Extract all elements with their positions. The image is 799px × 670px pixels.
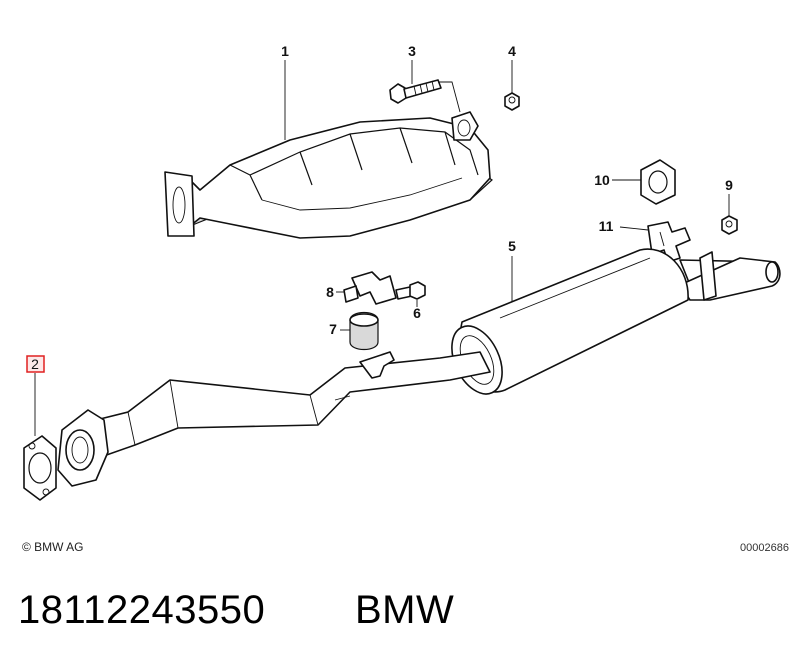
front-exhaust-pipe[interactable] <box>57 351 491 487</box>
gasket-small[interactable] <box>640 159 676 205</box>
screw[interactable] <box>395 281 426 300</box>
clamp-bracket[interactable] <box>343 271 397 305</box>
exhaust-system-diagram: 1 3 4 10 9 11 5 8 6 7 2 <box>23 43 781 501</box>
nut[interactable] <box>504 92 520 111</box>
callout-9: 9 <box>725 177 733 193</box>
callout-7: 7 <box>329 321 337 337</box>
bolt[interactable] <box>389 79 442 104</box>
gasket-front[interactable] <box>23 435 57 501</box>
callout-10: 10 <box>594 172 610 188</box>
nut-hanger[interactable] <box>721 215 738 235</box>
callout-11: 11 <box>599 218 614 234</box>
callout-8: 8 <box>326 284 334 300</box>
callout-2: 2 <box>31 356 39 372</box>
callout-4: 4 <box>508 43 516 59</box>
rubber-mount[interactable] <box>349 311 379 351</box>
callout-5: 5 <box>508 238 516 254</box>
leader-lines <box>34 60 730 436</box>
catalytic-converter[interactable] <box>164 111 493 239</box>
callout-3: 3 <box>408 43 416 59</box>
callout-6: 6 <box>413 305 421 321</box>
part-number: 18112243550 <box>18 588 266 632</box>
callout-2-highlight <box>26 355 45 373</box>
rear-muffler[interactable] <box>442 248 781 402</box>
callout-1: 1 <box>281 43 289 59</box>
brand-name: BMW <box>355 588 455 632</box>
drawing-number: 00002686 <box>740 542 789 554</box>
copyright-notice: © BMW AG <box>22 540 84 554</box>
